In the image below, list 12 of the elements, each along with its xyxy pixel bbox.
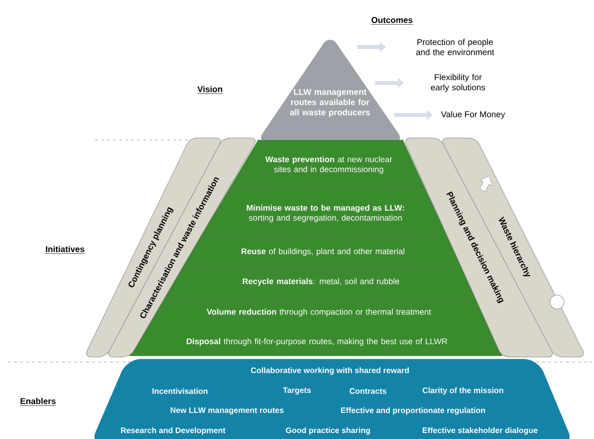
enablers-band: Collaborative working with shared reward Incentivisation Targets Contracts Clarity of the mission New LLW management routes Effective and proportionate regulation Research and Development Good practice sharing Effective stakeholder dialogue [94, 359, 570, 439]
section-heading: Vision [197, 86, 223, 94]
section-heading: Outcomes [371, 17, 413, 25]
section-heading: Initiatives [45, 246, 85, 254]
pyramid-tier: Waste prevention at new nuclear sites and in decommissioning [228, 140, 426, 190]
section-heading: Enablers [20, 398, 56, 406]
outcome-text: Flexibility for early solutions [430, 74, 486, 92]
vision-triangle: LLW management routes available for all waste producers [260, 40, 400, 143]
node-label: Waste prevention at new nuclear sites and in decommissioning [265, 156, 392, 174]
outcome-text: Protection of people and the environment [416, 38, 494, 56]
outcome-text: Value For Money [441, 111, 506, 119]
pyramid-tier: Disposal through fit-for-purpose routes, making the best use of LLWR [129, 328, 502, 356]
